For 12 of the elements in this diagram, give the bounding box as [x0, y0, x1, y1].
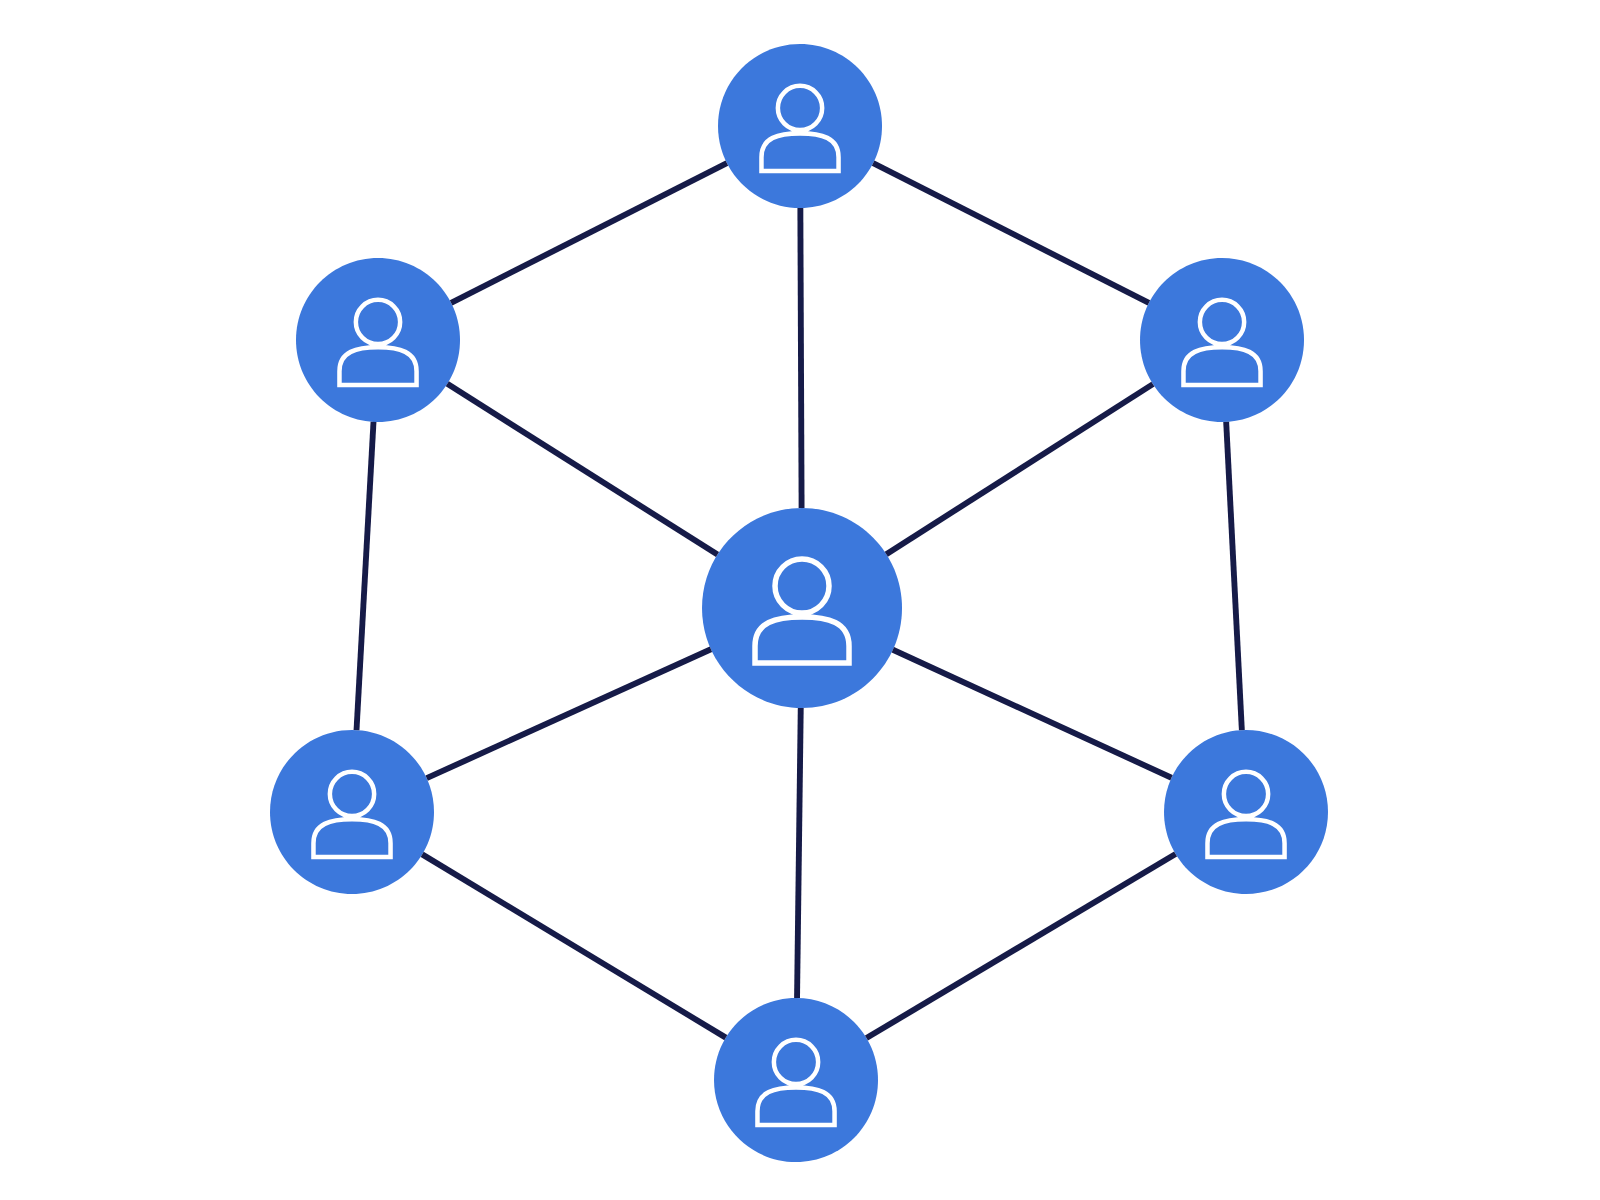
connector-line	[797, 207, 805, 508]
connector-line	[864, 851, 1178, 1041]
connector-line	[871, 160, 1151, 306]
connector-line	[445, 381, 720, 558]
connector-line	[794, 707, 804, 999]
connector-line	[449, 160, 729, 306]
connector-line	[891, 647, 1173, 781]
connector-line	[425, 646, 713, 781]
connector-line	[353, 421, 377, 731]
connector-line	[1223, 421, 1245, 731]
connector-line	[420, 851, 728, 1041]
connector-line	[884, 381, 1155, 557]
